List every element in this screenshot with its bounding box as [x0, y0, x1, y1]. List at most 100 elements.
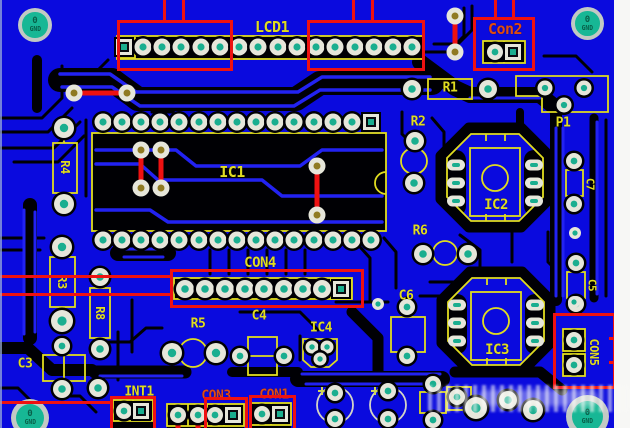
callout-line-con4-b [0, 293, 171, 296]
pad-hole [367, 236, 375, 244]
label-c5: C5 [585, 278, 599, 292]
highlight-box-con4 [170, 269, 364, 308]
pad-hole [318, 285, 326, 293]
pad-hole [570, 336, 578, 344]
image-margin [614, 0, 630, 428]
pad-hole [429, 416, 437, 424]
pad-hole [59, 123, 69, 133]
pad-hole [570, 157, 578, 165]
silkscreen-outline [374, 171, 387, 195]
label-int1: INT1 [124, 384, 154, 400]
pad-hole [309, 344, 315, 350]
label-r1: R1 [442, 80, 458, 96]
label-ic3: IC3 [485, 342, 509, 358]
pad-hole [137, 236, 145, 244]
label-lcd1: LCD1 [254, 18, 290, 36]
pad-hole [211, 411, 219, 419]
label-r5: R5 [190, 316, 206, 332]
pad-hole [403, 303, 411, 311]
trace-channel [96, 326, 164, 344]
pad-hole [221, 285, 229, 293]
pad-hole [408, 85, 416, 93]
pad-hole [368, 119, 374, 125]
silkscreen-outline [515, 75, 609, 113]
via-hole [313, 162, 321, 170]
pad-hole [118, 236, 126, 244]
copper-trace [94, 208, 384, 224]
pad-hole [299, 285, 307, 293]
trace-channel [238, 310, 320, 332]
label-r8: R8 [93, 306, 107, 320]
pad-hole [324, 344, 330, 350]
pad-hole [370, 43, 378, 51]
pad-hole [158, 43, 166, 51]
pad-hole [235, 43, 243, 51]
pad-hole [419, 250, 427, 258]
silkscreen-outline [470, 291, 522, 361]
pad-hole [348, 236, 356, 244]
pad-hole [57, 316, 67, 326]
pad-hole [530, 181, 538, 185]
trace-channel [432, 4, 474, 46]
highlight-box-int1 [110, 396, 156, 428]
pad-hole [252, 118, 260, 126]
pad-hole [58, 342, 66, 350]
pad-hole [252, 236, 260, 244]
via-hole [313, 211, 321, 219]
highlight-box-con2 [473, 17, 535, 71]
pad-hole [464, 250, 472, 258]
pad-hole [570, 200, 578, 208]
via-hole [571, 299, 577, 305]
pad-hole [94, 384, 102, 392]
pad-hole [280, 352, 288, 360]
via-hole [451, 12, 459, 20]
via-hole [123, 89, 131, 97]
pad-hole [216, 43, 224, 51]
silkscreen-outline [447, 277, 545, 366]
pad-hole [280, 285, 288, 293]
pad-hole [201, 285, 209, 293]
pad-hole [121, 44, 127, 50]
via-hole [375, 301, 381, 307]
via-hole [451, 48, 459, 56]
pad-hole [57, 242, 67, 252]
label-c7: C7 [583, 177, 597, 191]
pad-hole [531, 303, 539, 307]
trace-channel [12, 134, 86, 164]
highlight-box-con3 [204, 397, 248, 428]
via-hole [137, 146, 145, 154]
pad-hole [290, 236, 298, 244]
label-c3: C3 [17, 356, 33, 372]
pad-hole [260, 285, 268, 293]
pad-hole [214, 236, 222, 244]
label-con4: CON4 [244, 255, 276, 271]
pad-hole [290, 118, 298, 126]
pad-hole [530, 199, 538, 203]
highlight-box-con1 [249, 395, 296, 428]
pad-hole [96, 345, 104, 353]
callout-line-int1 [0, 401, 111, 404]
board-edge [0, 0, 2, 428]
pad-hole [197, 43, 205, 51]
label-p1: P1 [555, 115, 571, 131]
pad-hole [312, 43, 320, 51]
watermark-blur [478, 390, 598, 406]
trace-channel [458, 233, 482, 270]
pad-hole [274, 43, 282, 51]
pad-hole [177, 43, 185, 51]
pad-hole [233, 236, 241, 244]
pad-hole [156, 118, 164, 126]
trace-channel [542, 54, 594, 74]
callout-line-con4-a [0, 275, 171, 278]
pad-hole [351, 43, 359, 51]
pad-hole [195, 236, 203, 244]
pad-hole [58, 385, 66, 393]
callout-line-lcd1-left-b [182, 0, 185, 21]
pad-hole [452, 199, 460, 203]
trace-channel [0, 342, 98, 376]
pad-hole [137, 118, 145, 126]
pad-hole [271, 236, 279, 244]
trace-channel [382, 236, 398, 290]
